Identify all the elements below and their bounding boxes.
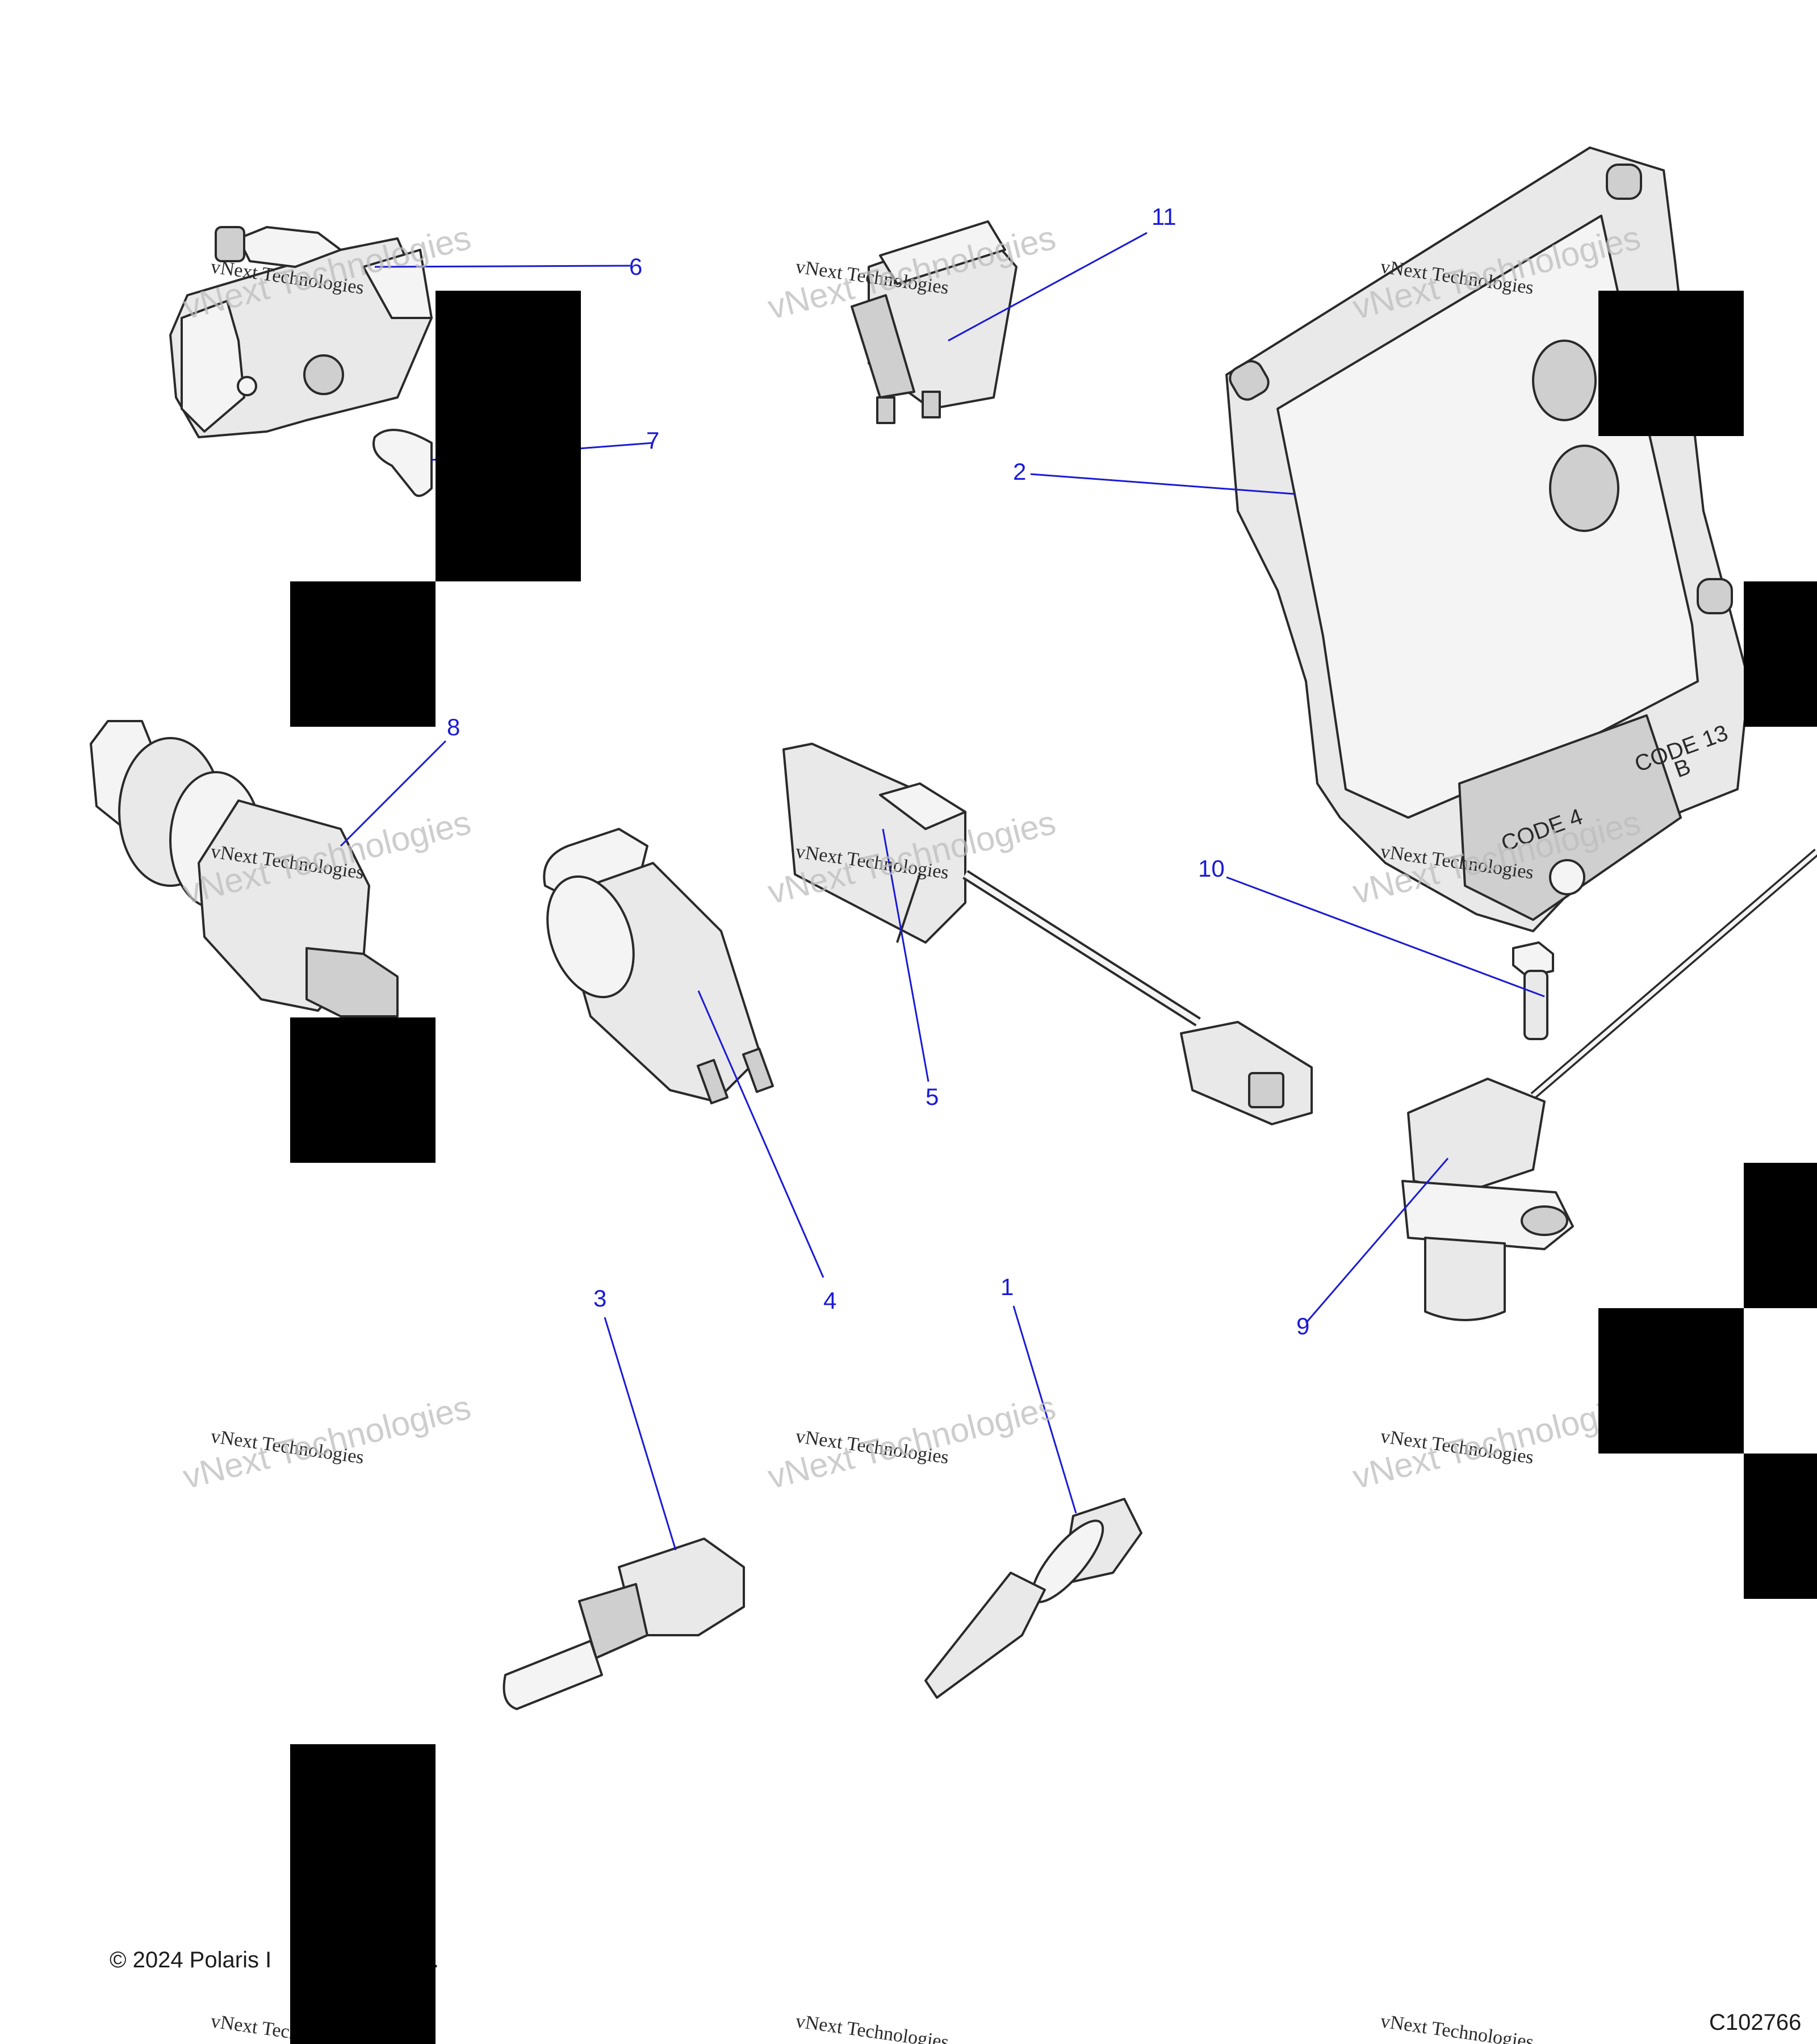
callout-3: 3	[593, 1285, 606, 1312]
part-3-temp-sender	[503, 1538, 745, 1710]
svg-text:vNext Technologies: vNext Technologies	[794, 2011, 950, 2044]
leader-11	[948, 232, 1148, 342]
redaction-block	[1744, 1454, 1817, 1599]
redaction-block	[1744, 581, 1817, 727]
leader-10	[1226, 876, 1545, 998]
redaction-block	[290, 1744, 436, 2044]
figure-id: C102766	[1709, 2010, 1801, 2035]
copyright-text: © 2024 Polaris I	[110, 1947, 271, 1972]
part-8-key-switch	[90, 720, 399, 1017]
callout-1: 1	[1000, 1274, 1014, 1300]
leader-1	[1012, 1305, 1077, 1514]
callout-7: 7	[646, 427, 659, 454]
leader-3	[604, 1317, 677, 1551]
callout-11: 11	[1152, 203, 1177, 230]
part-7-pin	[372, 429, 433, 497]
leader-6	[374, 265, 631, 268]
callout-8: 8	[447, 714, 460, 740]
callout-9: 9	[1296, 1313, 1309, 1339]
part-11-rocker-switch	[851, 220, 1018, 424]
part-10-bolt	[1512, 941, 1554, 1040]
part-5-relay-module	[782, 743, 1313, 1125]
watermark: vNext Technologies vNext Technologies	[179, 1388, 475, 1496]
leader-9	[1305, 1158, 1449, 1323]
callout-4: 4	[823, 1287, 836, 1314]
watermark: vNext Technologies vNext Technologies	[764, 1388, 1060, 1496]
redaction-block	[290, 581, 436, 727]
leader-5	[882, 828, 930, 1082]
redaction-block	[1598, 1308, 1744, 1454]
copyright-end: .	[433, 1947, 439, 1972]
redaction-blocks	[290, 291, 1817, 2044]
part-4-flasher	[543, 828, 774, 1105]
leader-8	[340, 740, 447, 847]
leader-4	[697, 990, 824, 1278]
svg-text:vNext Technologies: vNext Technologies	[1379, 2011, 1535, 2044]
redaction-block	[290, 1017, 436, 1163]
redaction-block	[436, 291, 581, 581]
redaction-block	[1744, 1163, 1817, 1308]
redaction-block	[1598, 291, 1744, 436]
callout-5: 5	[926, 1083, 939, 1110]
watermark: vNext Technologies	[1379, 2011, 1535, 2044]
leader-2	[1030, 473, 1295, 495]
callout-2: 2	[1013, 458, 1026, 485]
part-1-air-temp-sensor	[924, 1498, 1142, 1699]
watermark: vNext Technologies	[794, 2011, 950, 2044]
callout-10: 10	[1198, 855, 1225, 882]
callout-6: 6	[629, 253, 642, 280]
